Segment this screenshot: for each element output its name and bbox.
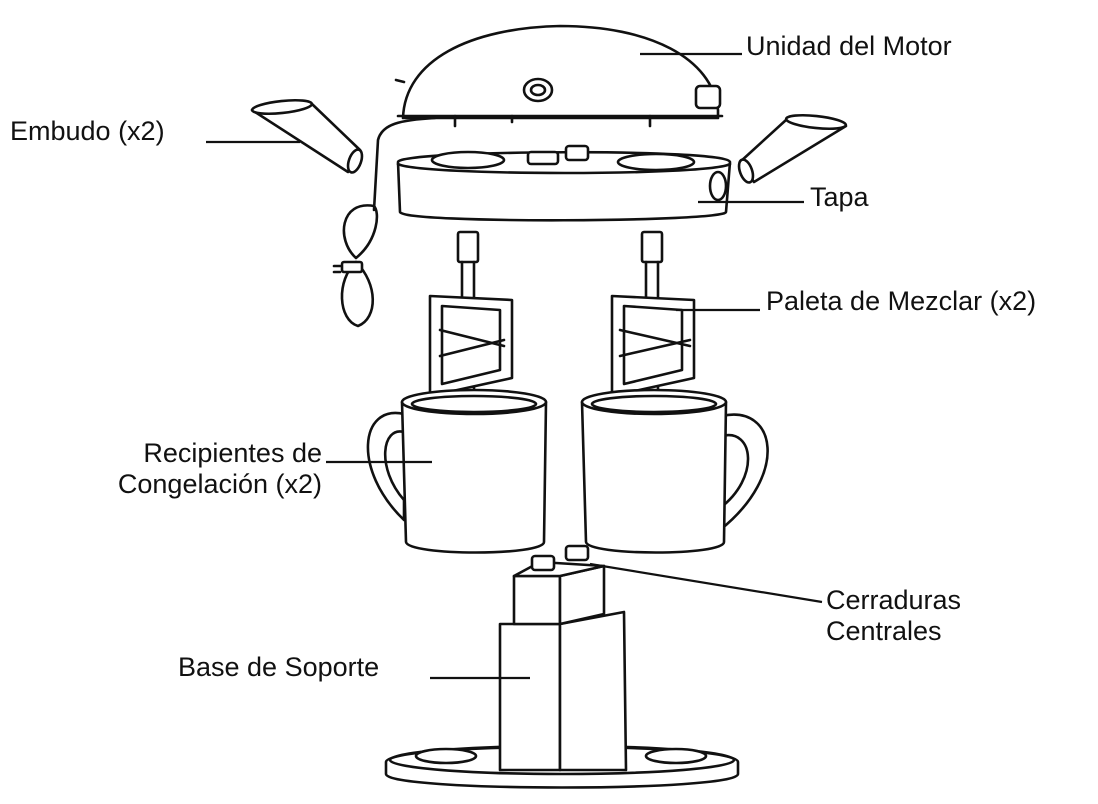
label-freezer-bowls: Recipientes de Congelación (x2): [60, 438, 322, 500]
label-stand-base: Base de Soporte: [178, 652, 380, 682]
funnel-right-part: [737, 113, 848, 184]
freezer-bowl-left-part: [366, 388, 548, 554]
funnel-left-part: [250, 98, 364, 174]
label-central-locks-line2: Centrales: [826, 616, 942, 646]
paddle-right-part: [610, 230, 696, 398]
label-motor-unit: Unidad del Motor: [746, 31, 952, 61]
stand-base-part: [384, 544, 740, 789]
freezer-bowl-right-part: [580, 388, 769, 554]
leader-lines: [206, 52, 823, 680]
label-funnel: Embudo (x2): [10, 116, 165, 146]
label-lid: Tapa: [810, 182, 869, 212]
paddle-left-part: [428, 230, 514, 398]
label-central-locks-line1: Cerraduras: [826, 585, 962, 615]
motor-unit-part: [332, 24, 724, 328]
label-freezer-bowls-line1: Recipientes de: [143, 438, 322, 468]
lid-part: [396, 144, 732, 222]
label-paddle: Paleta de Mezclar (x2): [766, 286, 1037, 316]
leader-locks: [589, 562, 823, 604]
label-central-locks: Cerraduras Centrales: [826, 585, 961, 647]
label-freezer-bowls-line2: Congelación (x2): [117, 469, 322, 499]
